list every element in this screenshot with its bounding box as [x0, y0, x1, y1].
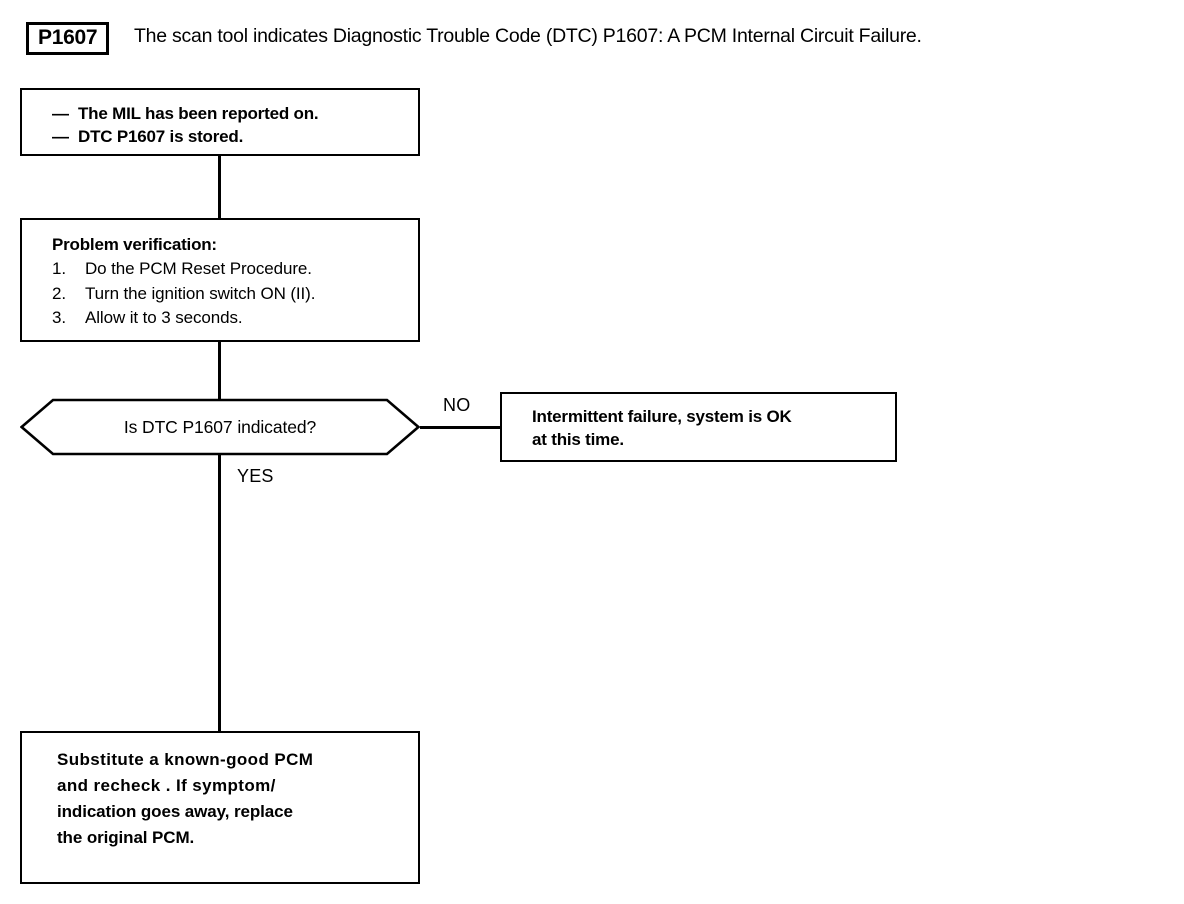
symptoms-box-body: — The MIL has been reported on. — DTC P160… [22, 90, 418, 148]
step-number: 2. [52, 283, 66, 303]
substitute-pcm-body: Substitute a known-good PCM and recheck … [22, 733, 418, 851]
problem-verification-box: Problem verification: 1. Do the PCM Reset… [20, 218, 420, 342]
substitute-pcm-box: Substitute a known-good PCM and recheck … [20, 731, 420, 884]
step-text: Do the PCM Reset Procedure. [85, 259, 312, 278]
intermittent-line: at this time. [532, 430, 624, 449]
verification-step: 3. Allow it to 3 seconds. [52, 306, 418, 331]
connector-decision-yes-branch [218, 455, 221, 732]
branch-label-no: NO [443, 395, 471, 415]
problem-verification-heading: Problem verification: [52, 235, 217, 254]
bullet-dash: — [52, 104, 69, 123]
symptoms-box: — The MIL has been reported on. — DTC P160… [20, 88, 420, 156]
decision-question-text: Is DTC P1607 indicated? [123, 416, 317, 437]
intermittent-line: Intermittent failure, system is OK [532, 407, 792, 426]
decision-hexagon-shape [20, 398, 420, 456]
bullet-dash: — [52, 127, 69, 146]
symptom-line: — The MIL has been reported on. [52, 102, 418, 125]
problem-verification-body: Problem verification: 1. Do the PCM Reset… [22, 220, 418, 331]
verification-step: 2. Turn the ignition switch ON (II). [52, 282, 418, 307]
step-number: 3. [52, 308, 66, 327]
symptom-line: — DTC P1607 is stored. [52, 125, 418, 148]
step-text: Allow it to 3 seconds. [85, 308, 243, 327]
decision-dtc-indicated: Is DTC P1607 indicated? [20, 398, 420, 456]
substitute-line: the original PCM. [57, 828, 195, 847]
page-header: P1607 The scan tool indicates Diagnostic… [0, 0, 1184, 70]
page-title: The scan tool indicates Diagnostic Troub… [134, 25, 922, 47]
substitute-line: and recheck . If symptom/ [57, 776, 276, 795]
step-number: 1. [52, 259, 66, 278]
substitute-line: Substitute a known-good PCM [57, 750, 314, 769]
verification-step: 1. Do the PCM Reset Procedure. [52, 257, 418, 282]
step-text: Turn the ignition switch ON (II). [85, 283, 316, 303]
intermittent-failure-body: Intermittent failure, system is OK at th… [502, 394, 895, 451]
symptom-text: DTC P1607 is stored. [78, 127, 244, 146]
branch-label-yes: YES [237, 466, 274, 486]
substitute-line: indication goes away, replace [57, 802, 293, 821]
connector-symptoms-to-verification [218, 155, 221, 219]
intermittent-failure-box: Intermittent failure, system is OK at th… [500, 392, 897, 462]
dtc-code-badge: P1607 [26, 22, 110, 55]
connector-decision-no-branch [420, 426, 501, 429]
connector-verification-to-decision [218, 341, 221, 399]
symptom-text: The MIL has been reported on. [78, 104, 319, 123]
